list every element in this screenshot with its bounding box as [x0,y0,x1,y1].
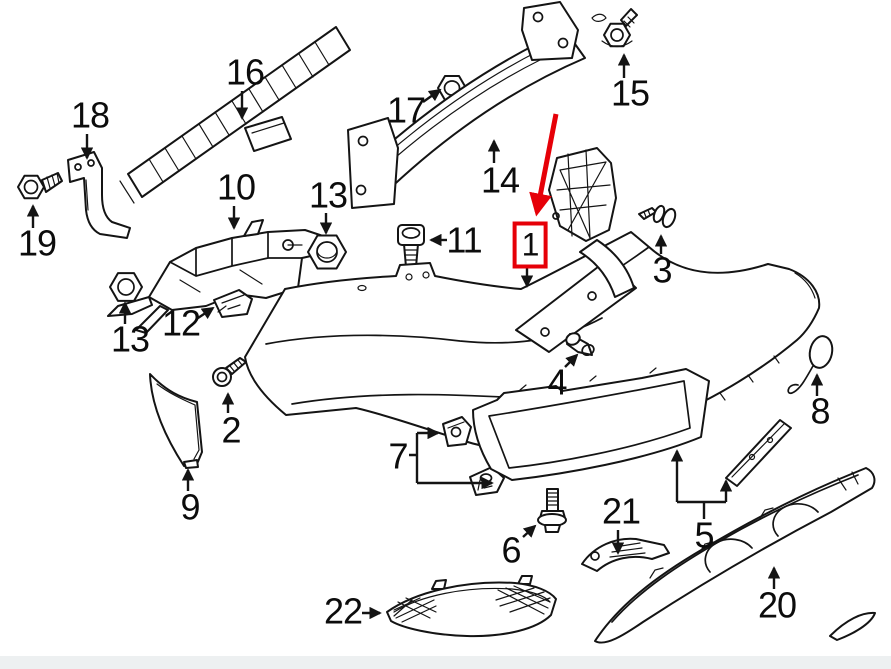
callout-6-16[interactable]: 6 [501,529,521,571]
part-4-grommet [565,332,595,357]
callout-2-12[interactable]: 2 [221,409,241,451]
highlighted-callout-1[interactable]: 1 [512,221,548,269]
callout-21-18[interactable]: 21 [601,490,641,532]
part-20-lower-diffuser [594,467,876,644]
part-13-nut-upper [307,234,347,270]
callout-12-11[interactable]: 12 [161,302,201,344]
leader-lines [26,53,824,620]
callout-18-1[interactable]: 18 [70,94,110,136]
selection-arrow [529,113,559,217]
part-12-clip [213,289,253,318]
callout-4-13[interactable]: 4 [547,361,567,403]
part-2-screw [212,357,247,387]
callout-17-5[interactable]: 17 [386,89,426,131]
part-9-side-piece [149,373,203,469]
part-8-tow-hook-cover [787,335,834,395]
part-6-bolt [537,488,567,533]
part-5-trim-strip [725,419,792,487]
callout-10-3[interactable]: 10 [216,166,256,208]
part-15-bolt [591,8,638,48]
footer-bar [0,656,891,669]
callout-15-7[interactable]: 15 [610,72,650,114]
part-5-valance-panel [472,367,710,481]
callout-3-9[interactable]: 3 [652,249,672,291]
callout-11-8[interactable]: 11 [446,219,482,261]
callout-20-20[interactable]: 20 [757,584,797,626]
callout-16-0[interactable]: 16 [225,51,265,93]
part-3-push-pin [638,204,677,229]
part-18-bracket [67,151,131,239]
part-14-reinforcement-beam [347,1,586,209]
part-corner-bracket [548,147,635,298]
part-21-bracket [581,537,670,572]
callout-13-4[interactable]: 13 [308,174,348,216]
callout-7-15[interactable]: 7 [388,435,408,477]
part-22-reflector [386,575,557,638]
part-7-clip-upper [442,416,472,447]
callout-22-17[interactable]: 22 [323,590,363,632]
part-13-nut-lower [109,272,143,302]
callout-8-21[interactable]: 8 [810,390,830,432]
callout-9-14[interactable]: 9 [180,486,200,528]
part-11-bolt [397,224,425,268]
callout-14-6[interactable]: 14 [480,159,520,201]
callout-19-2[interactable]: 19 [17,222,57,264]
callout-5-19[interactable]: 5 [694,514,714,556]
part-19-bolt [17,172,63,200]
callout-13-10[interactable]: 13 [110,318,150,360]
